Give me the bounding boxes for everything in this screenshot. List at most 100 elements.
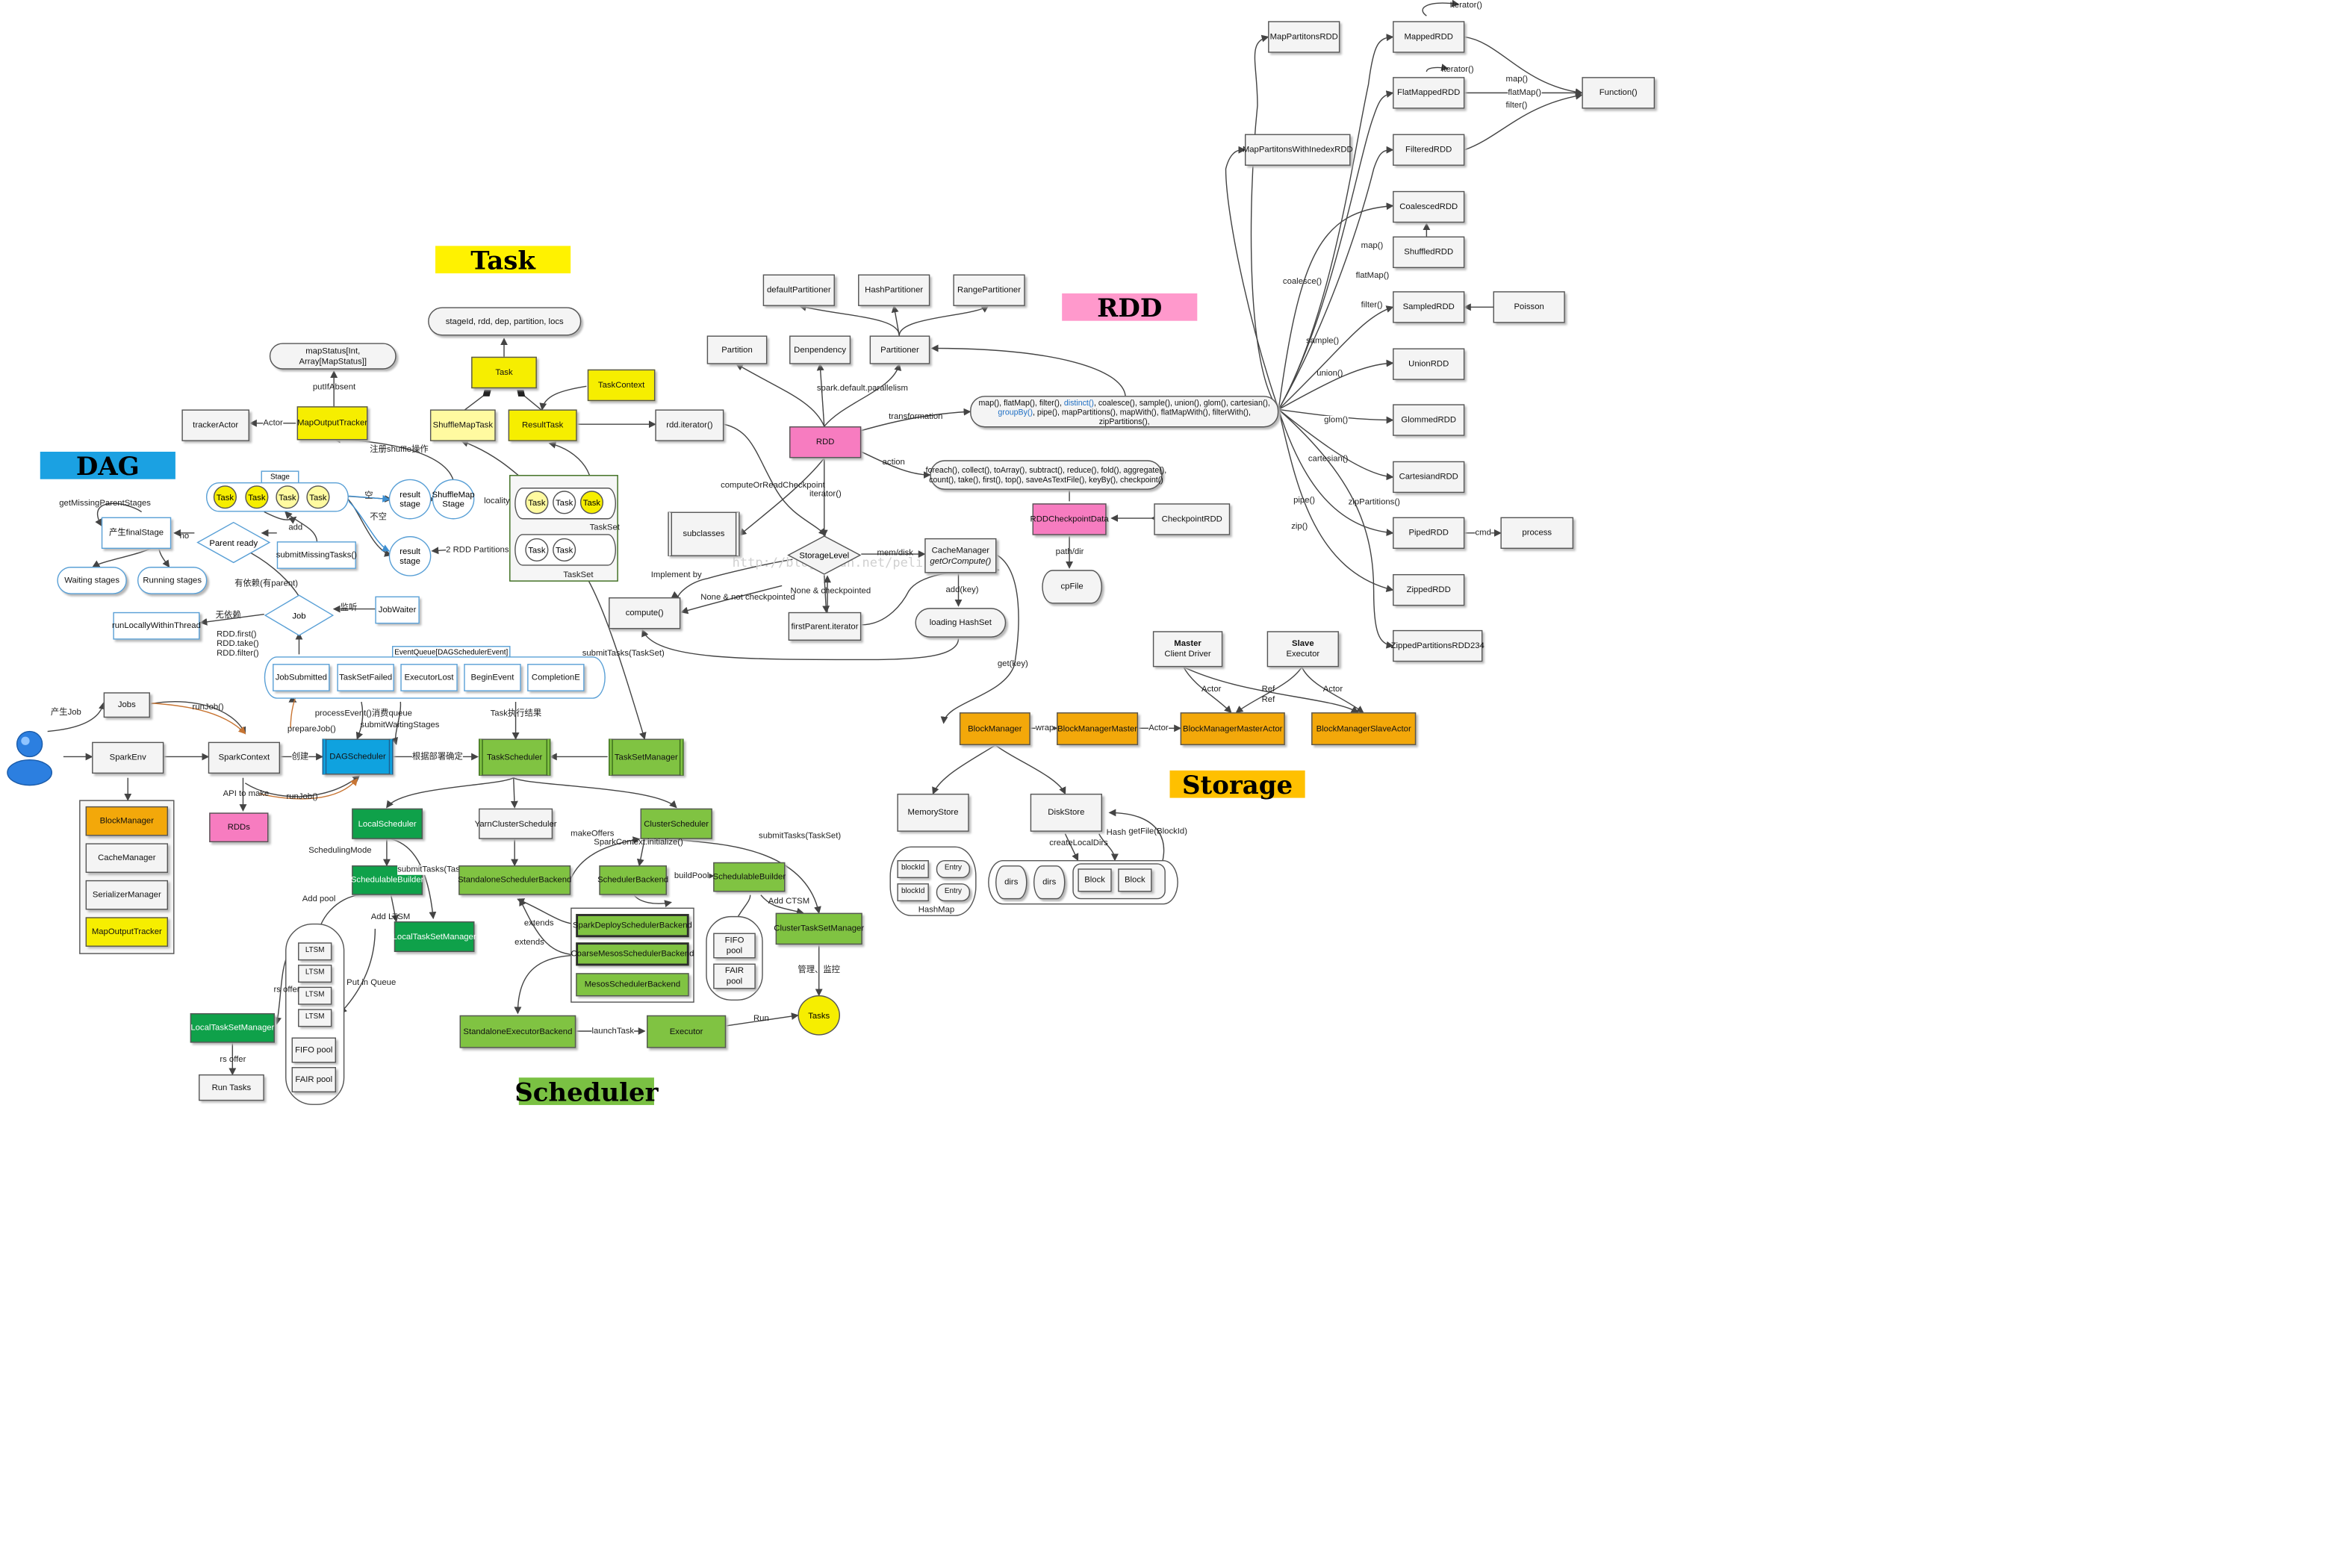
rs-offer-label-2: rs offer: [220, 1054, 246, 1064]
taskset-manager-node: TaskSetManager: [609, 738, 684, 776]
run-job-label-2: runJob(): [286, 791, 318, 801]
zipped-partitions-rdd-node: ZippedPartitionsRDD234: [1391, 629, 1485, 662]
dirs-node-2: dirs: [1033, 865, 1066, 900]
event-executor-lost: ExecutorLost: [400, 664, 458, 691]
not-empty-label: 不空: [370, 511, 387, 522]
stage-info-node: stageId, rdd, dep, partition, locs: [428, 307, 582, 336]
add-label: add: [288, 522, 303, 532]
parent-ready-diamond: Parent ready: [196, 521, 271, 564]
coalesced-rdd-node: CoalescedRDD: [1393, 190, 1465, 223]
subclasses-node: subclasses: [668, 511, 740, 556]
client-driver-text: Client Driver: [1164, 649, 1211, 659]
sample-op-label: sample(): [1306, 335, 1340, 346]
build-pool-label: buildPool: [674, 871, 709, 881]
cartesian-op-label: cartesian(): [1308, 453, 1349, 464]
disk-store-node: DiskStore: [1030, 793, 1102, 832]
scheduler-title: Scheduler: [515, 1076, 659, 1107]
map-op-label: map(): [1361, 240, 1384, 250]
local-taskset-manager-2-node: LocalTaskSetManager: [190, 1012, 275, 1043]
slave-node: Slave Executor: [1266, 631, 1339, 668]
job-diamond: Job: [264, 594, 335, 637]
empty-label: 空: [364, 491, 373, 500]
storage-ref-label-1: Ref: [1261, 683, 1275, 694]
shuffle-map-task-node: ShuffleMapTask: [429, 409, 496, 441]
run-locally-node: runLocallyWithinThread: [112, 612, 201, 640]
rdd-partitions-label: 2 RDD Partitions: [446, 544, 509, 556]
transformations-part-2: , coalesce(), sample(), union(), glom(),…: [1093, 397, 1270, 407]
task-context-node: TaskContext: [587, 369, 656, 402]
map-status-node: mapStatus[Int, Array[MapStatus]]: [269, 343, 397, 370]
poisson-node: Poisson: [1493, 291, 1565, 323]
master-title: Master: [1174, 638, 1201, 649]
job-label: Job: [292, 610, 306, 620]
none-not-checkpointed-label: None & not checkpointed: [700, 591, 795, 602]
slave-title: Slave: [1292, 638, 1314, 649]
cluster-fifo-pool: FIFO pool: [713, 933, 756, 959]
get-key-label: get(key): [997, 659, 1028, 668]
map-output-tracker-node: MapOutputTracker: [296, 406, 368, 441]
action-label: action: [882, 457, 905, 467]
submit-tasks-cs-label: submitTasks(TaskSet): [759, 830, 842, 841]
map-partitions-with-index-rdd-node: MapPartitonsWithInedexRDD: [1243, 134, 1353, 166]
glom-op-label: glom(): [1324, 414, 1349, 426]
rdd-title: RDD: [1062, 292, 1198, 323]
zipped-rdd-node: ZippedRDD: [1393, 573, 1465, 606]
rdd-node: RDD: [789, 426, 862, 458]
distinct-op: distinct(): [1063, 397, 1094, 407]
task-result-label: Task执行结果: [490, 708, 542, 718]
compute-or-read-label: computeOrReadCheckpoint: [721, 480, 825, 490]
taskset-label-2: TaskSet: [563, 570, 594, 580]
checkpoint-rdd-node: CheckpointRDD: [1154, 503, 1231, 535]
taskset-task-1: Task: [525, 491, 549, 514]
submit-missing-tasks-node: submitMissingTasks(): [276, 541, 357, 569]
block-manager-master-actor-node: BlockManagerMasterActor: [1180, 712, 1285, 745]
transformation-label: transformation: [889, 411, 943, 421]
tasks-circle: Tasks: [798, 995, 841, 1036]
block-id-key-1: blockId: [897, 860, 929, 879]
mesos-backend-node: MesosSchedulerBackend: [576, 973, 689, 997]
union-rdd-node: UnionRDD: [1393, 348, 1465, 380]
event-completion: CompletionE: [527, 664, 585, 691]
task-title: Task: [435, 244, 571, 275]
final-stage-node: 产生finalStage: [101, 517, 172, 550]
env-serializer-manager: SerializerManager: [85, 880, 169, 910]
scheduling-mode-label: SchedulingMode: [308, 845, 372, 855]
wrap-label: wrap: [1035, 723, 1054, 734]
filtered-rdd-node: FilteredRDD: [1393, 134, 1465, 166]
block-manager-node: BlockManager: [959, 712, 1030, 745]
put-if-absent-label: putIfAbsent: [312, 382, 356, 392]
extends-label-1: extends: [523, 918, 554, 928]
transformations-part-1: map(), flatMap(), filter(),: [978, 397, 1064, 407]
rdd-actions-label: RDD.first() RDD.take() RDD.filter(): [217, 629, 259, 658]
hash-partitioner-node: HashPartitioner: [858, 274, 930, 306]
taskset-label-1: TaskSet: [589, 522, 620, 532]
get-file-label: getFile(BlockId): [1128, 826, 1187, 836]
storage-level-diamond: StorageLevel: [787, 535, 862, 576]
ltsm-1: LTSM: [298, 942, 332, 961]
rdds-node: RDDs: [209, 812, 269, 842]
dag-title: DAG: [40, 450, 175, 481]
path-dir-label: path/dir: [1055, 547, 1084, 556]
rdd-checkpoint-data-node: RDDCheckpointData: [1030, 503, 1109, 535]
dirs-node-1: dirs: [995, 865, 1028, 900]
entry-value-1: Entry: [936, 860, 971, 879]
connector-layer: [47, 0, 1583, 1076]
block-node-1: Block: [1078, 868, 1112, 892]
no-label: no: [179, 530, 190, 541]
local-taskset-manager-node: LocalTaskSetManager: [393, 921, 476, 952]
rdd-iterator-node: rdd.iterator(): [655, 409, 724, 441]
standalone-executor-backend-node: StandaloneExecutorBackend: [459, 1015, 576, 1048]
first-parent-iterator-node: firstParent.iterator: [788, 612, 862, 641]
run-tasks-node: Run Tasks: [199, 1074, 264, 1101]
implement-by-label: Implement by: [650, 570, 702, 580]
tracker-actor-node: trackerActor: [181, 409, 249, 441]
run-job-label: runJob(): [192, 701, 224, 712]
env-block-manager: BlockManager: [85, 806, 169, 836]
yarn-cluster-scheduler-node: YarnClusterScheduler: [475, 808, 557, 839]
local-fifo-pool: FIFO pool: [291, 1037, 337, 1063]
coalesce-op-label: coalesce(): [1282, 276, 1322, 287]
waiting-stages-node: Waiting stages: [57, 567, 127, 594]
actions-node: foreach(), collect(), toArray(), subtrac…: [926, 460, 1166, 490]
flatmap-fn-label: flatMap(): [1508, 87, 1542, 99]
